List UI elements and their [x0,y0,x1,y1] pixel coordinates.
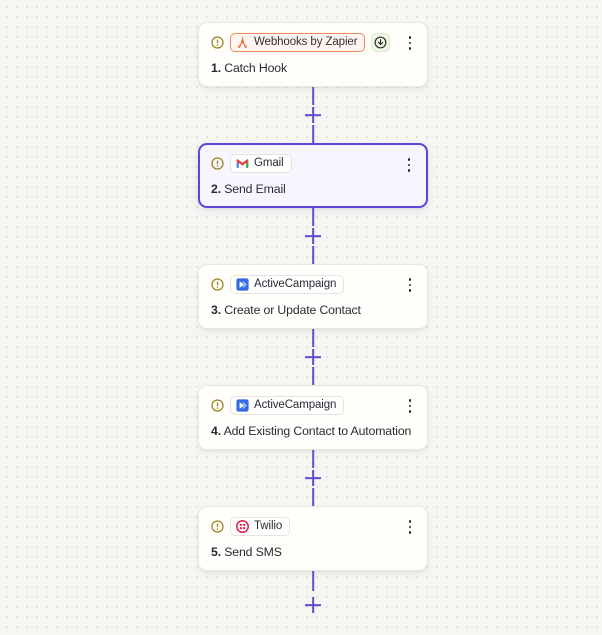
step-title-row-5: 5. Send SMS [211,545,415,559]
kebab-dot [408,41,412,45]
connector-line-top [312,208,314,226]
workflow-step-card-4[interactable]: ActiveCampaign 4. Add Existing Contact t… [198,385,428,450]
step-connector-3-4 [198,329,428,385]
app-badge-gmail[interactable]: Gmail [230,153,292,173]
connector-line-bottom [312,367,314,385]
app-badge-webhooks-by-zapier[interactable]: Webhooks by Zapier [230,32,366,52]
kebab-dot [408,399,412,402]
workflow-step-list: Webhooks by Zapier 1. Catch Hook [198,22,428,619]
step-header-4: ActiveCampaign [211,395,415,415]
app-badge-twilio[interactable]: Twilio [230,516,291,536]
kebab-dot [407,163,411,167]
step-title-row-1: 1. Catch Hook [211,61,415,75]
step-menu-button-1[interactable] [403,35,417,51]
kebab-dot [408,47,412,50]
connector-line-top [312,450,314,468]
connector-line-top [312,87,314,105]
arrow-down-circle-icon [375,36,387,48]
step-title-row-3: 3. Create or Update Contact [211,303,415,317]
connector-line-bottom [312,246,314,264]
app-label-2: Gmail [254,157,284,169]
app-badge-activecampaign[interactable]: ActiveCampaign [230,395,345,415]
replay-step-button-1[interactable] [371,32,391,52]
kebab-dot [408,520,412,523]
add-step-button-2[interactable] [305,228,321,244]
add-step-button-3[interactable] [305,349,321,365]
kebab-dot [408,410,412,413]
circle-exclamation-icon[interactable] [211,519,224,533]
kebab-dot [408,289,412,292]
kebab-dot [407,169,411,172]
app-label-1: Webhooks by Zapier [254,36,358,48]
step-menu-button-3[interactable] [403,277,417,293]
connector-line-bottom [312,125,314,143]
kebab-dot [408,283,412,287]
step-connector-1-2 [198,87,428,143]
circle-exclamation-icon[interactable] [211,156,224,170]
app-label-4: ActiveCampaign [254,399,337,411]
add-step-button-4[interactable] [305,470,321,486]
app-label-3: ActiveCampaign [254,278,337,290]
step-menu-button-2[interactable] [402,157,416,173]
gmail-icon [236,158,249,168]
workflow-step-card-3[interactable]: ActiveCampaign 3. Create or Update Conta… [198,264,428,329]
step-title-3: Create or Update Contact [224,303,361,317]
step-title-row-2: 2. Send Email [211,182,415,196]
step-title-row-4: 4. Add Existing Contact to Automation [211,424,415,438]
step-connector-tail [198,571,428,619]
workflow-step-card-5[interactable]: Twilio 5. Send SMS [198,506,428,571]
step-title-5: Send SMS [224,545,282,559]
webhooks-by-zapier-icon [238,36,247,48]
twilio-icon [236,519,249,533]
connector-line-top [312,329,314,347]
step-number-3: 3. [211,303,221,317]
step-number-5: 5. [211,545,221,559]
add-step-button-5[interactable] [305,597,321,613]
app-badge-activecampaign[interactable]: ActiveCampaign [230,274,345,294]
kebab-dot [408,531,412,534]
step-menu-button-4[interactable] [403,398,417,414]
kebab-dot [408,36,412,39]
kebab-dot [407,158,411,161]
step-header-3: ActiveCampaign [211,274,415,294]
step-connector-4-5 [198,450,428,506]
workflow-step-card-1[interactable]: Webhooks by Zapier 1. Catch Hook [198,22,428,87]
step-number-1: 1. [211,61,221,75]
step-menu-button-5[interactable] [403,519,417,535]
kebab-dot [408,525,412,529]
step-title-2: Send Email [224,182,286,196]
step-number-2: 2. [211,182,221,196]
workflow-step-card-2[interactable]: Gmail 2. Send Email [198,143,428,208]
step-title-4: Add Existing Contact to Automation [223,424,412,438]
activecampaign-icon [236,398,249,412]
add-step-button-1[interactable] [305,107,321,123]
circle-exclamation-icon[interactable] [211,35,224,49]
step-header-1: Webhooks by Zapier [211,32,415,52]
app-label-5: Twilio [254,520,283,532]
step-number-4: 4. [211,424,221,438]
kebab-dot [408,278,412,281]
step-title-1: Catch Hook [224,61,287,75]
step-connector-2-3 [198,208,428,264]
connector-line-bottom [312,488,314,506]
circle-exclamation-icon[interactable] [211,398,224,412]
activecampaign-icon [236,277,249,291]
step-header-5: Twilio [211,516,415,536]
connector-line-top [312,571,314,591]
circle-exclamation-icon[interactable] [211,277,224,291]
kebab-dot [408,404,412,408]
step-header-2: Gmail [211,153,415,173]
